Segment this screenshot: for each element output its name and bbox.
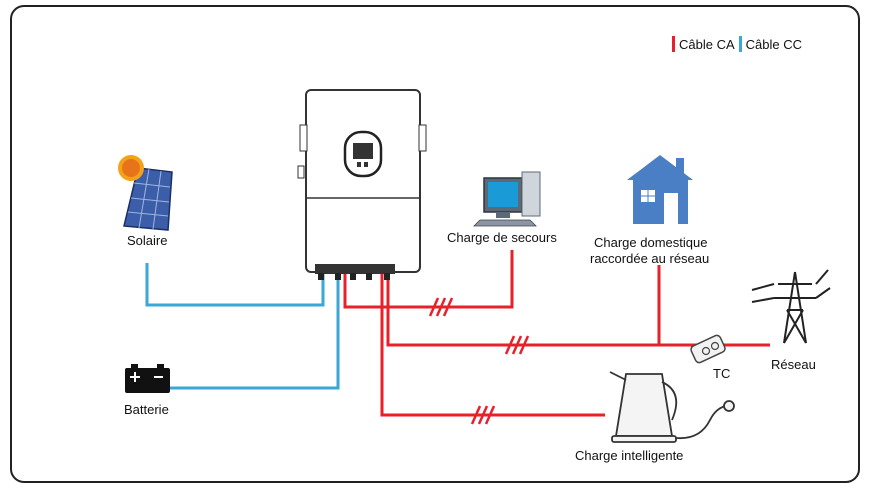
grid-label: Réseau <box>771 357 816 372</box>
backup-load-label: Charge de secours <box>447 230 557 245</box>
dc-cables <box>145 263 340 390</box>
kettle-icon <box>609 371 735 443</box>
smart-load-label: Charge intelligente <box>575 448 684 463</box>
ac-cable-grid <box>386 272 770 347</box>
home-load-label-line1: Charge domestique <box>594 235 708 250</box>
solar-label: Solaire <box>127 233 168 248</box>
legend: Câble CA Câble CC <box>672 36 802 52</box>
legend-dc-label: Câble CC <box>745 36 802 52</box>
dc-cable-solar <box>145 263 325 307</box>
ac-cable-smart <box>380 272 605 417</box>
solar-panel-icon <box>118 155 173 231</box>
dc-swatch <box>738 36 742 52</box>
ac-cable-backup <box>343 250 514 309</box>
power-pylon-icon <box>751 269 831 344</box>
house-icon <box>627 155 693 224</box>
battery-icon <box>125 364 170 393</box>
battery-label: Batterie <box>124 402 169 417</box>
inverter-icon <box>297 89 427 280</box>
ac-cables <box>343 250 770 417</box>
cable-break-marks <box>428 297 530 425</box>
dc-cable-battery <box>170 272 340 390</box>
home-load-label-line2: raccordée au réseau <box>590 251 710 266</box>
current-transformer-icon <box>690 334 726 364</box>
ct-label: TC <box>713 366 731 381</box>
ac-swatch <box>672 36 675 52</box>
computer-icon <box>473 171 541 227</box>
legend-ac-label: Câble CA <box>679 36 735 52</box>
diagram-frame <box>10 5 860 483</box>
